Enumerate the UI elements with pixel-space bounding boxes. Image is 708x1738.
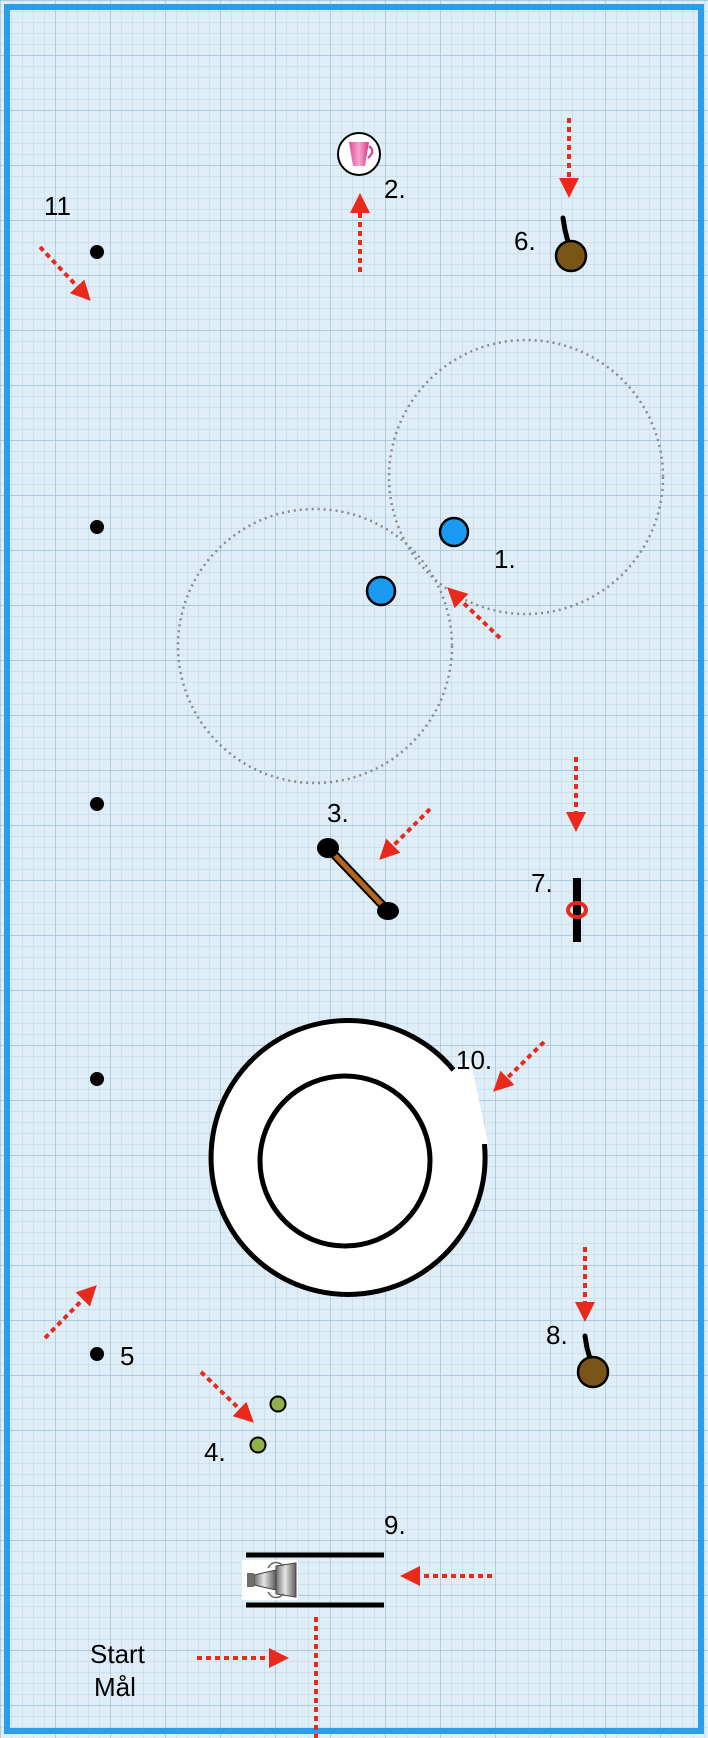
knob <box>556 241 586 271</box>
cup-icon <box>338 133 380 175</box>
blue-ball <box>440 518 468 546</box>
marker-dot <box>90 245 104 259</box>
station-5-label: 5 <box>120 1341 134 1371</box>
knob <box>578 1357 608 1387</box>
marker-dot <box>90 797 104 811</box>
station-6-label: 6. <box>514 226 536 256</box>
station-9-label: 9. <box>384 1510 406 1540</box>
station-3-label: 3. <box>327 798 349 828</box>
marker-dot <box>90 1347 104 1361</box>
start-label: Start <box>90 1639 146 1669</box>
stick-end <box>377 902 399 920</box>
blue-ball <box>367 577 395 605</box>
station-10-label: 10. <box>456 1045 492 1075</box>
goal-label: Mål <box>94 1672 136 1702</box>
marker-dot <box>90 520 104 534</box>
marker-dot <box>90 1072 104 1086</box>
green-ball <box>251 1438 266 1453</box>
inner-ring <box>260 1076 430 1246</box>
station-2-label: 2. <box>384 174 406 204</box>
station-8-label: 8. <box>546 1320 568 1350</box>
station-4-label: 4. <box>204 1437 226 1467</box>
station-7-label: 7. <box>531 868 553 898</box>
station-1-label: 1. <box>494 544 516 574</box>
trophy-icon <box>242 1560 298 1600</box>
green-ball <box>271 1397 286 1412</box>
stick-end <box>317 838 339 858</box>
station-11-label: 11 <box>44 191 71 221</box>
